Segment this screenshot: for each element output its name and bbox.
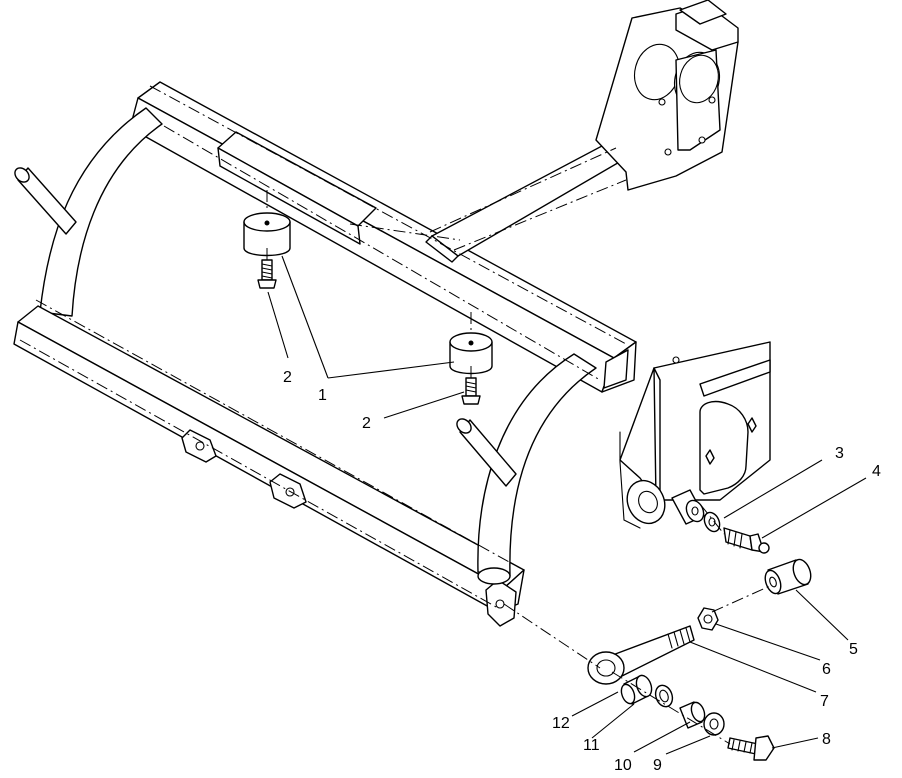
rod-end-part-7 xyxy=(587,625,695,685)
callout-2-lower: 2 xyxy=(362,415,371,432)
bumper-pad-upper xyxy=(243,212,291,257)
right-mount-bracket xyxy=(619,341,771,529)
socket-part-5 xyxy=(764,558,812,595)
leader-lines xyxy=(267,255,867,755)
bolt-part-8 xyxy=(727,735,775,761)
spacer-part-3 xyxy=(671,489,705,525)
phantom-lines xyxy=(19,85,771,745)
callout-8: 8 xyxy=(822,731,831,748)
callout-4: 4 xyxy=(872,463,881,480)
callout-6: 6 xyxy=(822,661,831,678)
washer-part-10 xyxy=(654,684,674,708)
washer-part-9 xyxy=(703,712,725,736)
callout-3: 3 xyxy=(835,445,844,462)
front-cross-tube xyxy=(13,305,525,627)
bumper-pad-lower xyxy=(449,332,493,375)
callout-9: 9 xyxy=(653,757,662,774)
upper-mount-plate xyxy=(595,0,739,191)
bumper-screw-lower xyxy=(461,377,481,405)
callout-7: 7 xyxy=(820,693,829,710)
ball-stud-part-4 xyxy=(723,527,770,554)
callout-5: 5 xyxy=(849,641,858,658)
callout-11: 11 xyxy=(583,737,600,754)
right-handle xyxy=(456,353,597,585)
callout-10: 10 xyxy=(614,757,632,774)
callout-labels: 1 2 2 3 4 5 6 7 8 9 10 11 12 xyxy=(283,369,881,774)
nut-part-6 xyxy=(697,607,719,631)
left-handle xyxy=(14,107,163,317)
lock-washer-part-3 xyxy=(703,511,721,533)
callout-12: 12 xyxy=(552,715,570,732)
rear-cross-tube xyxy=(129,81,637,393)
callout-2-upper: 2 xyxy=(283,369,292,386)
callout-1: 1 xyxy=(318,387,327,404)
spacer-part-9 xyxy=(679,701,706,729)
bumper-screw-upper xyxy=(257,259,277,289)
bushing-part-11 xyxy=(620,674,653,705)
